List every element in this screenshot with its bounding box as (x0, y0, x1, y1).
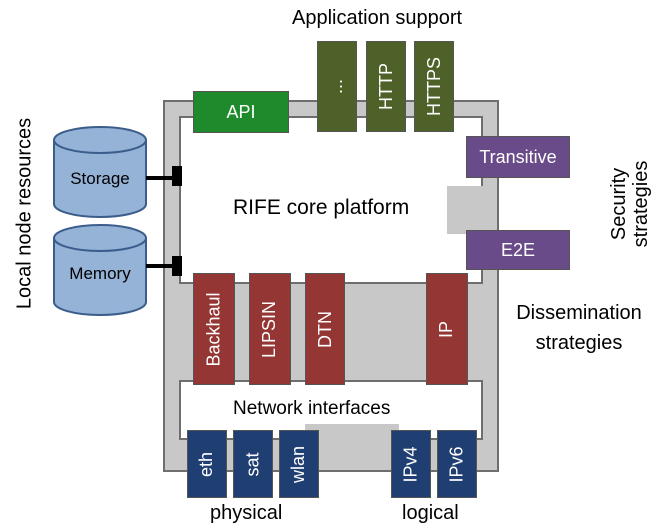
eth-block: eth (187, 430, 227, 498)
backhaul-label: Backhaul (203, 291, 224, 367)
transitive-label: Transitive (479, 146, 557, 167)
security-label-line1: Security (608, 167, 630, 241)
ip-label: IP (436, 320, 457, 338)
storage-cylinder: Storage (53, 126, 147, 218)
ellipsis-label: ... (326, 78, 347, 95)
network-area-notch (305, 424, 399, 440)
sat-label: sat (242, 451, 263, 477)
storage-connector (146, 176, 174, 180)
physical-label: physical (210, 502, 283, 524)
http-block: HTTP (366, 41, 406, 132)
wlan-label: wlan (288, 445, 309, 483)
ipv4-block: IPv4 (391, 430, 431, 498)
dtn-label: DTN (314, 310, 335, 348)
local-node-resources-label: Local node resources (13, 117, 36, 310)
storage-cylinder-icon (53, 126, 147, 218)
ip-block: IP (426, 273, 468, 385)
ipv6-label: IPv6 (446, 445, 467, 483)
api-block: API (193, 91, 289, 133)
ipv6-block: IPv6 (437, 430, 477, 498)
wlan-block: wlan (279, 430, 319, 498)
sat-block: sat (233, 430, 273, 498)
dissemination-strategies-label: Dissemination strategies (504, 298, 654, 358)
memory-label: Memory (69, 264, 131, 283)
memory-cylinder-icon (53, 224, 147, 316)
core-area-gap (181, 118, 481, 282)
memory-cylinder: Memory (53, 224, 147, 316)
ipv4-label: IPv4 (400, 445, 421, 483)
lipsin-label: LIPSIN (259, 300, 280, 358)
security-label-line2: strategies (630, 160, 652, 248)
e2e-block: E2E (466, 230, 570, 270)
backhaul-block: Backhaul (193, 273, 235, 385)
logical-label: logical (402, 502, 459, 524)
core-platform-label: RIFE core platform (233, 196, 410, 219)
https-label: HTTPS (423, 56, 444, 117)
https-block: HTTPS (414, 41, 454, 132)
dissemination-label-line2: strategies (535, 332, 623, 354)
core-right-notch (447, 186, 483, 234)
lipsin-block: LIPSIN (249, 273, 291, 385)
api-label: API (226, 101, 256, 122)
security-strategies-label: Security strategies (608, 134, 652, 274)
application-support-label: Application support (292, 7, 463, 29)
memory-connector (146, 264, 174, 268)
eth-label: eth (196, 451, 217, 477)
ellipsis-block: ... (317, 41, 357, 132)
storage-connector-port (172, 166, 182, 186)
http-label: HTTP (375, 63, 396, 110)
storage-label: Storage (70, 169, 130, 188)
dissemination-label-line1: Dissemination (516, 302, 642, 324)
network-interfaces-label: Network interfaces (233, 398, 391, 419)
transitive-block: Transitive (466, 136, 570, 178)
dtn-block: DTN (305, 273, 345, 385)
e2e-label: E2E (500, 239, 536, 260)
memory-connector-port (172, 256, 182, 276)
